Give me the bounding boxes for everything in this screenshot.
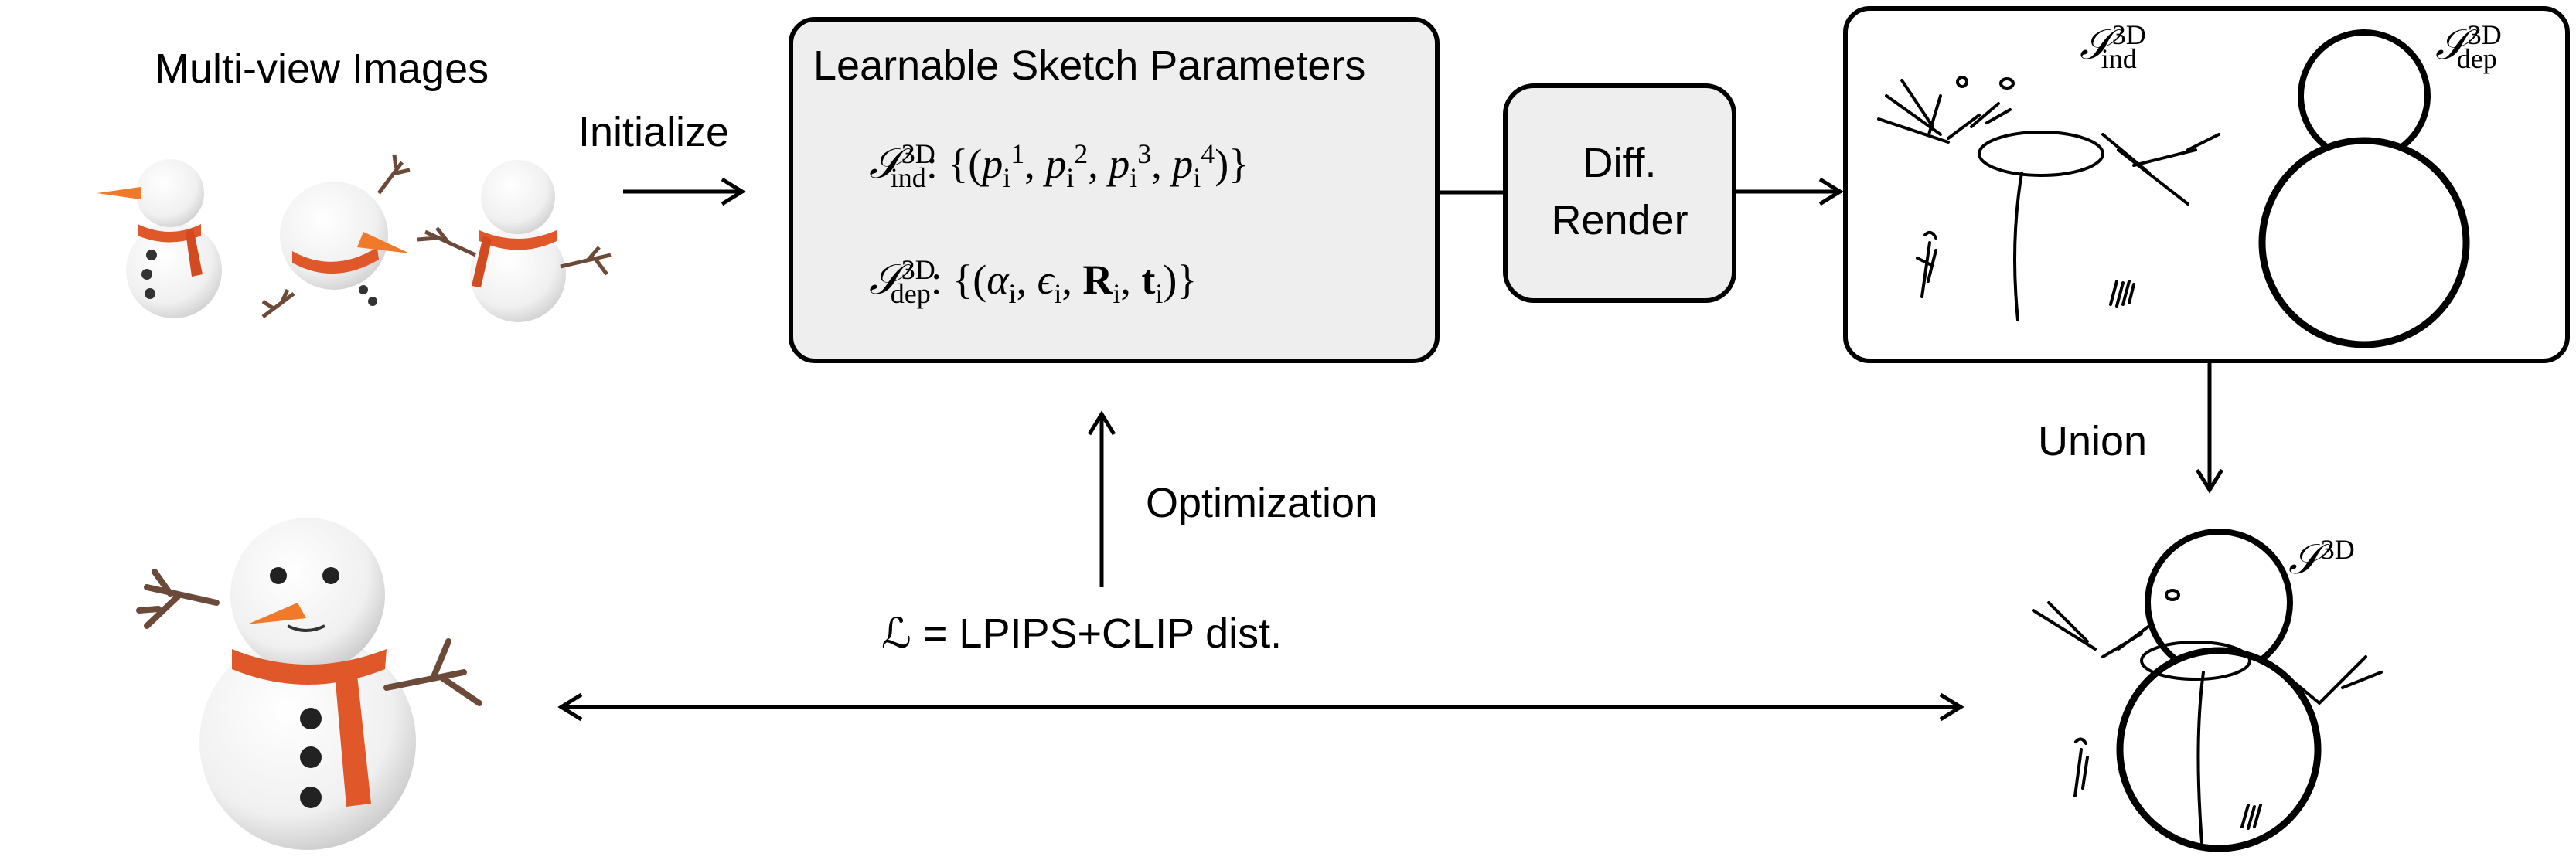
comparison-double-arrow — [557, 692, 1964, 722]
union-arrow — [2195, 363, 2224, 494]
s-dep-equation: 𝒮3Ddep: {(αi, ϵi, Ri, ti)} — [869, 254, 1198, 309]
params-title: Learnable Sketch Parameters — [813, 42, 1366, 89]
learnable-params-box: Learnable Sketch Parameters 𝒮3Dind: {(pi… — [789, 17, 1440, 363]
dependent-strokes-sketch — [2258, 29, 2470, 348]
diff-render-box: Diff. Render — [1503, 83, 1736, 303]
render-line2: Render — [1551, 197, 1688, 243]
snowman-view-1 — [97, 159, 222, 318]
initialize-label: Initialize — [578, 109, 730, 155]
independent-strokes-sketch — [1877, 76, 2220, 321]
multiview-title: Multi-view Images — [155, 46, 489, 92]
optimization-label: Optimization — [1146, 480, 1378, 526]
render-to-sketch-arrow — [1736, 177, 1844, 206]
render-line1: Diff. — [1583, 140, 1657, 186]
target-snowman-image — [136, 518, 482, 850]
initialize-arrow — [623, 177, 746, 206]
multiview-images — [97, 154, 612, 322]
s-ind-label: 𝒮3Dind — [2080, 19, 2146, 74]
s-dep-label: 𝒮3Ddep — [2435, 19, 2502, 74]
s-ind-equation: 𝒮3Dind: {(pi1, pi2, pi3, pi4)} — [869, 138, 1249, 193]
final-sketch — [2032, 529, 2383, 852]
s-final-label: 𝒮3D — [2288, 534, 2355, 583]
rendered-sketches-box: 𝒮3Dind 𝒮3Ddep — [1843, 6, 2570, 363]
loss-label: ℒ = LPIPS+CLIP dist. — [881, 610, 1283, 657]
params-to-render-line — [1440, 190, 1504, 195]
snowman-view-2 — [261, 154, 411, 318]
snowman-view-3 — [417, 160, 612, 322]
optimization-arrow — [1087, 410, 1116, 587]
union-label: Union — [2038, 418, 2148, 464]
